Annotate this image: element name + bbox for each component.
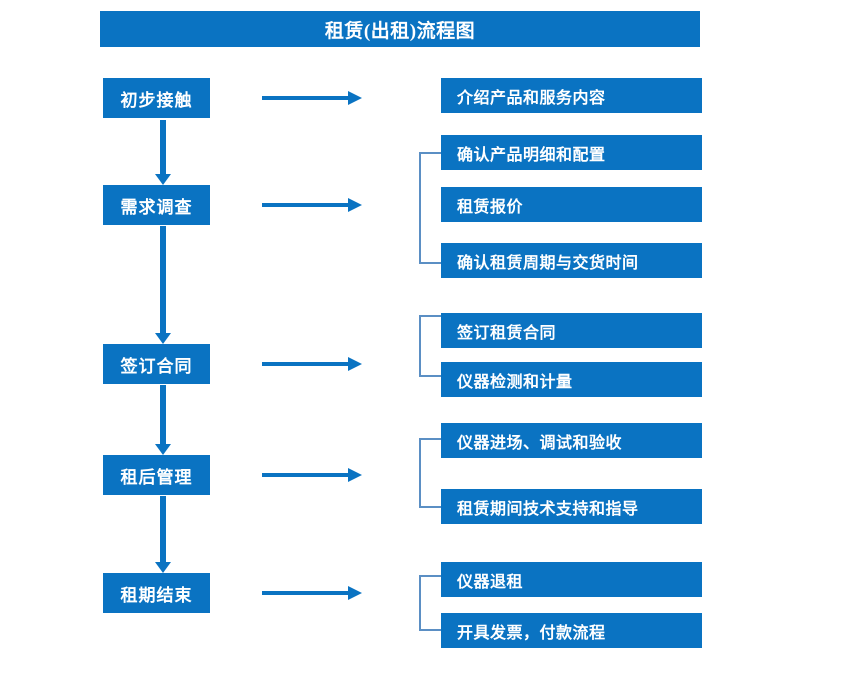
group-bracket-3 — [419, 438, 441, 508]
vertical-arrow-3 — [155, 385, 171, 455]
detail-box-1[interactable]: 介绍产品和服务内容 — [441, 78, 702, 113]
detail-box-8[interactable]: 租赁期间技术支持和指导 — [441, 489, 702, 524]
horizontal-arrow-3 — [262, 357, 362, 371]
stage-box-3[interactable]: 签订合同 — [103, 344, 210, 384]
group-bracket-4 — [419, 575, 441, 631]
detail-box-7[interactable]: 仪器进场、调试和验收 — [441, 423, 702, 458]
stage-box-5[interactable]: 租期结束 — [103, 573, 210, 613]
detail-box-9[interactable]: 仪器退租 — [441, 562, 702, 597]
detail-box-5[interactable]: 签订租赁合同 — [441, 313, 702, 348]
detail-box-10[interactable]: 开具发票，付款流程 — [441, 613, 702, 648]
group-bracket-2 — [419, 315, 441, 377]
stage-box-2[interactable]: 需求调查 — [103, 185, 210, 225]
horizontal-arrow-2 — [262, 198, 362, 212]
stage-box-4[interactable]: 租后管理 — [103, 455, 210, 495]
detail-box-2[interactable]: 确认产品明细和配置 — [441, 135, 702, 170]
horizontal-arrow-4 — [262, 468, 362, 482]
horizontal-arrow-1 — [262, 91, 362, 105]
stage-box-1[interactable]: 初步接触 — [103, 78, 210, 118]
group-bracket-1 — [419, 152, 441, 264]
horizontal-arrow-5 — [262, 586, 362, 600]
detail-box-6[interactable]: 仪器检测和计量 — [441, 362, 702, 397]
detail-box-3[interactable]: 租赁报价 — [441, 187, 702, 222]
vertical-arrow-2 — [155, 226, 171, 344]
detail-box-4[interactable]: 确认租赁周期与交货时间 — [441, 243, 702, 278]
vertical-arrow-1 — [155, 120, 171, 185]
vertical-arrow-4 — [155, 496, 171, 573]
page-title: 租赁(出租)流程图 — [100, 11, 700, 47]
